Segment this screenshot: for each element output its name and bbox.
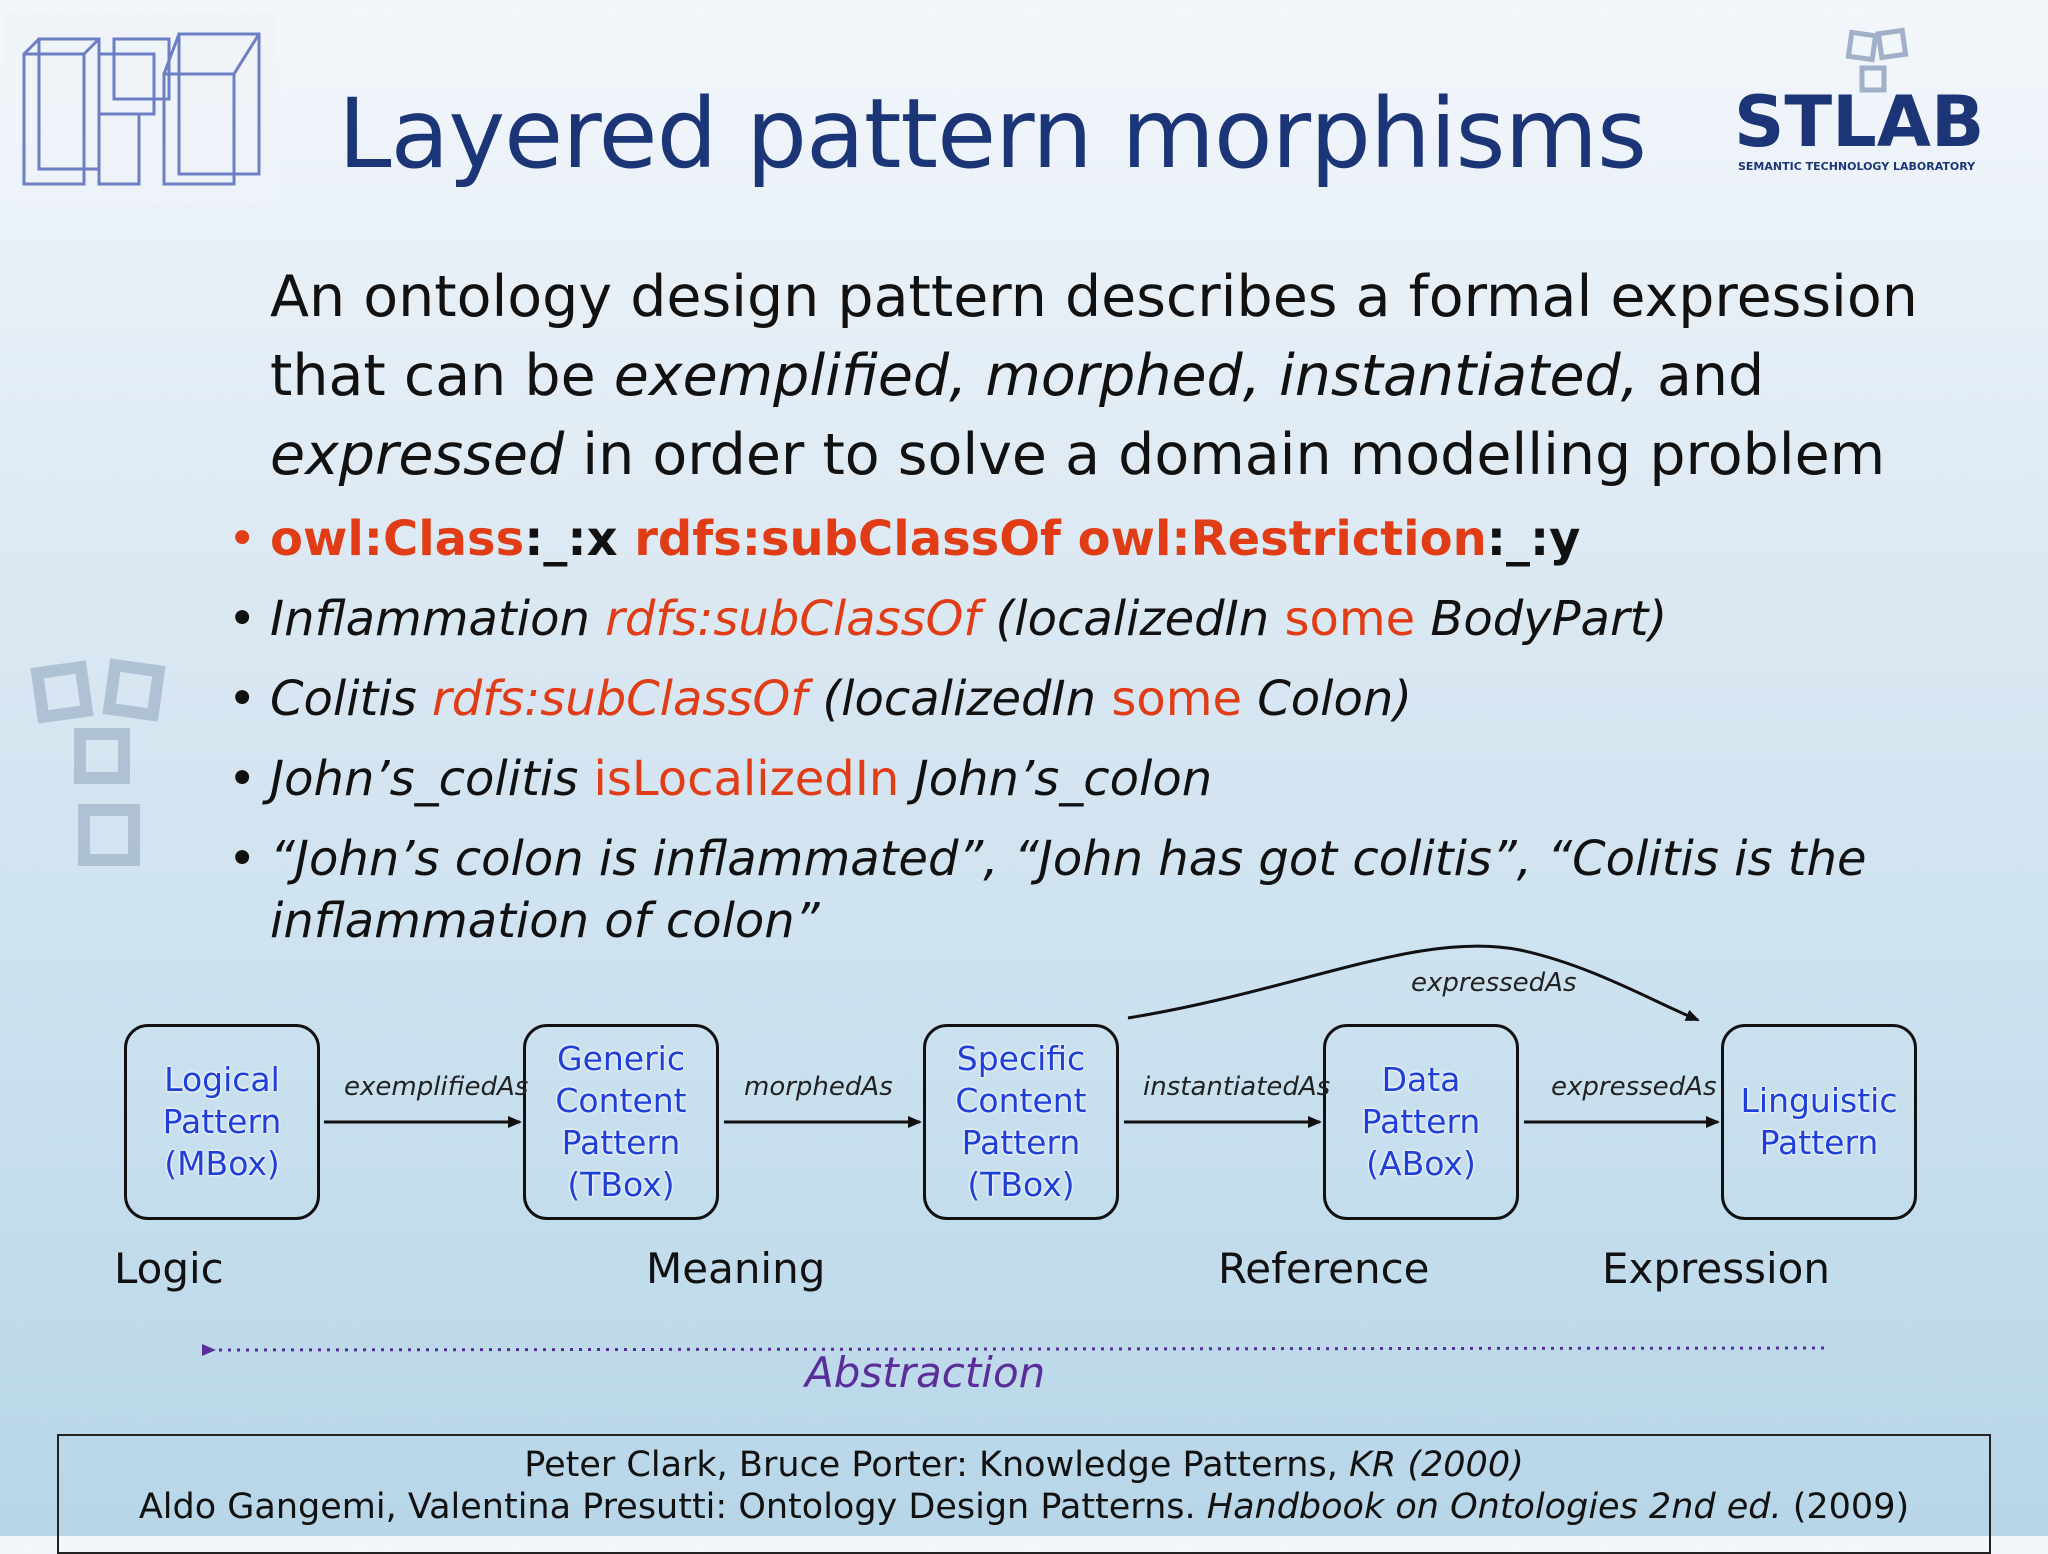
predicate-term: isLocalizedIn <box>593 751 900 807</box>
node-label: Generic Content Pattern (TBox) <box>555 1039 687 1204</box>
svg-text:STLAB: STLAB <box>1734 81 1984 163</box>
term: Colitis <box>270 671 432 727</box>
intro-text: An ontology design pattern describes a f… <box>270 264 1918 409</box>
edge-label-exemplifiedAs: exemplifiedAs <box>344 1072 529 1102</box>
term: Inflammation <box>270 591 606 647</box>
specific-content-pattern-node: Specific Content Pattern (TBox) <box>923 1024 1119 1220</box>
bnode-term: :_:y <box>1486 511 1581 567</box>
example-list: •owl:Class:_:x rdfs:subClassOf owl:Restr… <box>228 508 2008 970</box>
bullet-dot: • <box>228 831 257 887</box>
natural-language-examples: “John’s colon is inflammated”, “John has… <box>270 831 1867 949</box>
predicate-term: rdfs:subClassOf <box>431 671 808 727</box>
subclass-restriction-term: rdfs:subClassOf owl:Restriction <box>634 511 1487 567</box>
list-item: •John’s_colitis isLocalizedIn John’s_col… <box>228 748 2008 810</box>
page-title: Layered pattern morphisms <box>338 78 1647 190</box>
layer-reference: Reference <box>1218 1244 1430 1293</box>
arrow-expressedAs-curved <box>1127 944 1700 1022</box>
intro-text: in order to solve a domain modelling pro… <box>564 422 1886 488</box>
list-item: •owl:Class:_:x rdfs:subClassOf owl:Restr… <box>228 508 2008 570</box>
term: (localizedIn <box>980 591 1285 647</box>
layer-expression: Expression <box>1602 1244 1830 1293</box>
node-label: Specific Content Pattern (TBox) <box>955 1039 1087 1204</box>
bullet-dot: • <box>228 591 257 647</box>
edge-label-morphedAs: morphedAs <box>744 1072 893 1102</box>
layer-logic: Logic <box>114 1244 224 1293</box>
reference-text: Aldo Gangemi, Valentina Presutti: Ontolo… <box>138 1487 1207 1527</box>
term: John’s_colitis <box>270 751 594 807</box>
node-label: Logical Pattern (MBox) <box>162 1060 282 1183</box>
reference-line: Peter Clark, Bruce Porter: Knowledge Pat… <box>59 1444 1989 1486</box>
reference-venue: Handbook on Ontologies 2nd ed. <box>1206 1487 1782 1527</box>
owl-class-term: owl:Class <box>270 511 525 567</box>
list-item: •Colitis rdfs:subClassOf (localizedIn so… <box>228 668 2008 730</box>
intro-paragraph: An ontology design pattern describes a f… <box>270 258 1990 495</box>
linguistic-pattern-node: Linguistic Pattern <box>1721 1024 1917 1220</box>
edge-label-instantiatedAs: instantiatedAs <box>1143 1072 1331 1102</box>
term: BodyPart) <box>1415 591 1668 647</box>
term: John’s_colon <box>899 751 1213 807</box>
node-label: Data Pattern (ABox) <box>1361 1060 1481 1183</box>
abstraction-label: Abstraction <box>805 1348 1046 1397</box>
bullet-dot: • <box>228 511 257 567</box>
bnode-term: :_:x <box>524 511 635 567</box>
term: Colon) <box>1242 671 1412 727</box>
intro-emphasis: expressed <box>270 422 565 488</box>
svg-text:SEMANTIC TECHNOLOGY LABORATORY: SEMANTIC TECHNOLOGY LABORATORY <box>1738 160 1976 173</box>
reference-year: (2009) <box>1781 1487 1910 1527</box>
term: (localizedIn <box>807 671 1112 727</box>
layer-meaning: Meaning <box>646 1244 826 1293</box>
intro-text: and <box>1638 343 1765 409</box>
list-item: •Inflammation rdfs:subClassOf (localized… <box>228 588 2008 650</box>
stlab-logo: STLAB SEMANTIC TECHNOLOGY LABORATORY <box>1730 24 2040 184</box>
quantifier-term: some <box>1111 671 1242 727</box>
edge-label-expressedAs: expressedAs <box>1551 1072 1717 1102</box>
references-box: Peter Clark, Bruce Porter: Knowledge Pat… <box>57 1434 1991 1554</box>
ipn-logo <box>4 14 276 204</box>
bullet-dot: • <box>228 671 257 727</box>
decorative-squares-icon <box>28 650 188 890</box>
data-pattern-node: Data Pattern (ABox) <box>1323 1024 1519 1220</box>
abstraction-arrow <box>201 1344 1825 1357</box>
bullet-dot: • <box>228 751 257 807</box>
node-label: Linguistic Pattern <box>1740 1081 1898 1162</box>
intro-emphasis: exemplified, morphed, instantiated, <box>613 343 1639 409</box>
reference-venue: KR (2000) <box>1348 1445 1524 1485</box>
reference-text: Peter Clark, Bruce Porter: Knowledge Pat… <box>524 1445 1349 1485</box>
edge-label-expressedAs-curved: expressedAs <box>1411 968 1577 998</box>
predicate-term: rdfs:subClassOf <box>605 591 981 647</box>
quantifier-term: some <box>1284 591 1416 647</box>
list-item: •“John’s colon is inflammated”, “John ha… <box>228 828 2008 952</box>
reference-line: Aldo Gangemi, Valentina Presutti: Ontolo… <box>59 1486 1989 1528</box>
generic-content-pattern-node: Generic Content Pattern (TBox) <box>523 1024 719 1220</box>
logical-pattern-node: Logical Pattern (MBox) <box>124 1024 320 1220</box>
